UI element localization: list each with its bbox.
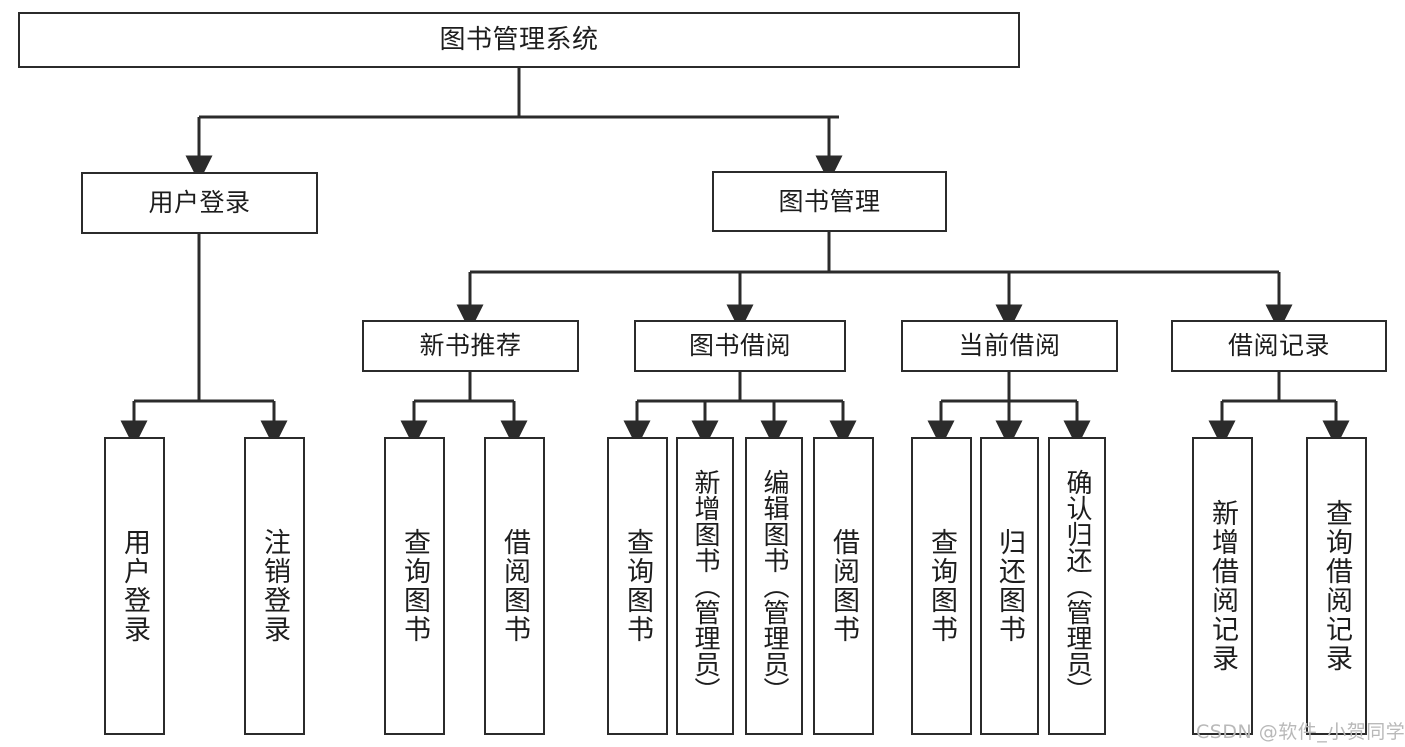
node-label: 归还图书 — [994, 528, 1025, 644]
node-user-login[interactable]: 用户登录 — [81, 172, 318, 234]
node-current-borrow[interactable]: 当前借阅 — [901, 320, 1118, 372]
node-leaf-query-book-3[interactable]: 查询图书 — [911, 437, 972, 735]
node-label: 图书管理 — [778, 186, 881, 216]
node-label: 借阅图书 — [499, 528, 530, 644]
node-leaf-user-login[interactable]: 用户登录 — [104, 437, 165, 735]
node-book-manage[interactable]: 图书管理 — [712, 171, 947, 232]
node-root-system[interactable]: 图书管理系统 — [18, 12, 1020, 68]
node-leaf-edit-book[interactable]: 编辑图书（管理员） — [745, 437, 803, 735]
node-leaf-add-record[interactable]: 新增借阅记录 — [1192, 437, 1253, 735]
node-label: 查询图书 — [399, 528, 430, 644]
node-label: 查询图书 — [622, 528, 653, 644]
node-leaf-add-book[interactable]: 新增图书（管理员） — [676, 437, 734, 735]
node-book-borrow[interactable]: 图书借阅 — [634, 320, 846, 372]
node-label: 编辑图书（管理员） — [759, 469, 789, 703]
node-leaf-borrow-book-1[interactable]: 借阅图书 — [484, 437, 545, 735]
node-leaf-query-book-2[interactable]: 查询图书 — [607, 437, 668, 735]
node-label: 借阅图书 — [828, 528, 859, 644]
node-label: 新增借阅记录 — [1207, 499, 1238, 673]
node-label: 新增图书（管理员） — [690, 469, 720, 703]
node-label: 用户登录 — [119, 528, 150, 644]
node-label: 借阅记录 — [1227, 331, 1330, 361]
node-label: 用户登录 — [148, 188, 251, 218]
node-leaf-logout-login[interactable]: 注销登录 — [244, 437, 305, 735]
node-label: 当前借阅 — [958, 331, 1061, 361]
node-label: 图书借阅 — [688, 331, 791, 361]
node-leaf-return-book[interactable]: 归还图书 — [980, 437, 1039, 735]
node-label: 注销登录 — [259, 528, 290, 644]
node-new-book-recommend[interactable]: 新书推荐 — [362, 320, 579, 372]
node-label: 确认归还（管理员） — [1062, 469, 1092, 703]
node-leaf-confirm-return[interactable]: 确认归还（管理员） — [1048, 437, 1106, 735]
node-leaf-borrow-book-2[interactable]: 借阅图书 — [813, 437, 874, 735]
node-label: 查询借阅记录 — [1321, 499, 1352, 673]
node-leaf-query-book-1[interactable]: 查询图书 — [384, 437, 445, 735]
node-label: 查询图书 — [926, 528, 957, 644]
csdn-watermark: CSDN @软件_小贺同学 — [1196, 721, 1405, 743]
node-borrow-record[interactable]: 借阅记录 — [1171, 320, 1387, 372]
node-leaf-query-record[interactable]: 查询借阅记录 — [1306, 437, 1367, 735]
node-label: 新书推荐 — [419, 331, 522, 361]
node-label: 图书管理系统 — [439, 24, 599, 55]
